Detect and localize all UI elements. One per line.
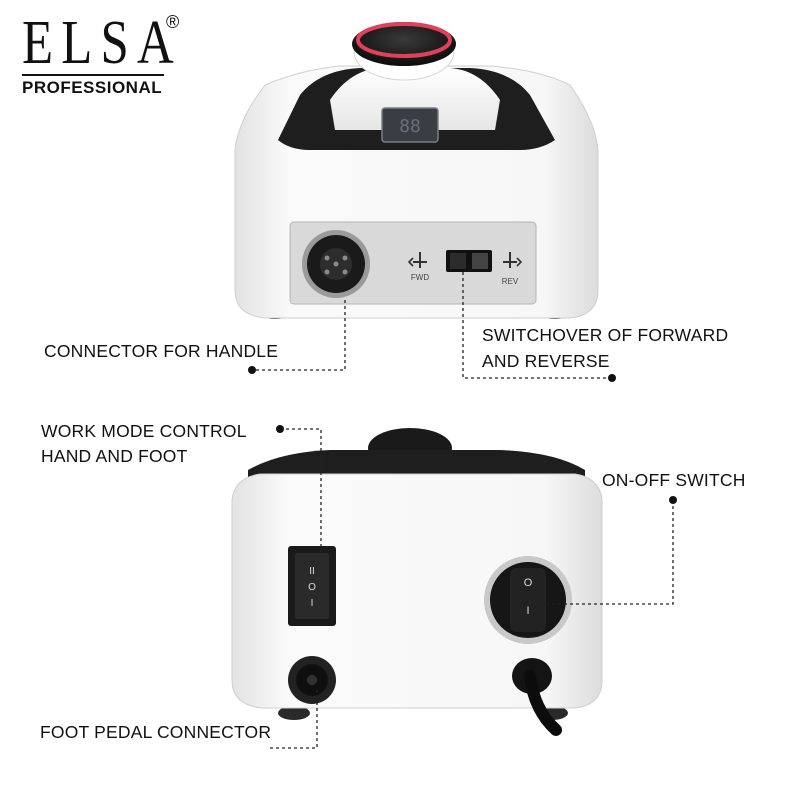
label-foot-pedal-connector: FOOT PEDAL CONNECTOR [40,722,272,742]
knob-red-ring [356,22,452,58]
device-front-view: 88 FWD REV [234,22,599,319]
label-work-mode-line1: WORK MODE CONTROL [41,421,247,441]
power-mark-o: O [524,577,533,589]
mode-mark-ii: II [309,566,315,577]
fwd-arrow-icon [407,252,427,268]
mode-mark-o: O [308,582,316,593]
power-mark-i: I [526,605,529,617]
mode-mark-i: I [311,598,314,609]
callout-dots [248,366,677,504]
digital-display [381,107,439,143]
device-back-view: II O I O I [231,428,603,736]
label-switchover-line2: AND REVERSE [482,351,610,371]
back-foot-left [278,706,310,720]
rev-label: REV [502,277,519,286]
rev-arrow-icon [503,252,523,268]
brand-logo: ELSA [22,9,182,77]
display-digits: 88 [399,116,421,137]
label-work-mode-line2: HAND AND FOOT [41,446,188,466]
registered-mark: ® [166,12,180,32]
callout-leaders [252,272,674,749]
brand-tagline: PROFESSIONAL [22,74,164,98]
label-connector-for-handle: CONNECTOR FOR HANDLE [44,341,279,361]
label-switchover-line1: SWITCHOVER OF FORWARD [482,325,729,345]
fwd-label: FWD [411,273,429,282]
power-cord [524,670,562,736]
label-on-off-switch: ON-OFF SWITCH [602,470,746,490]
